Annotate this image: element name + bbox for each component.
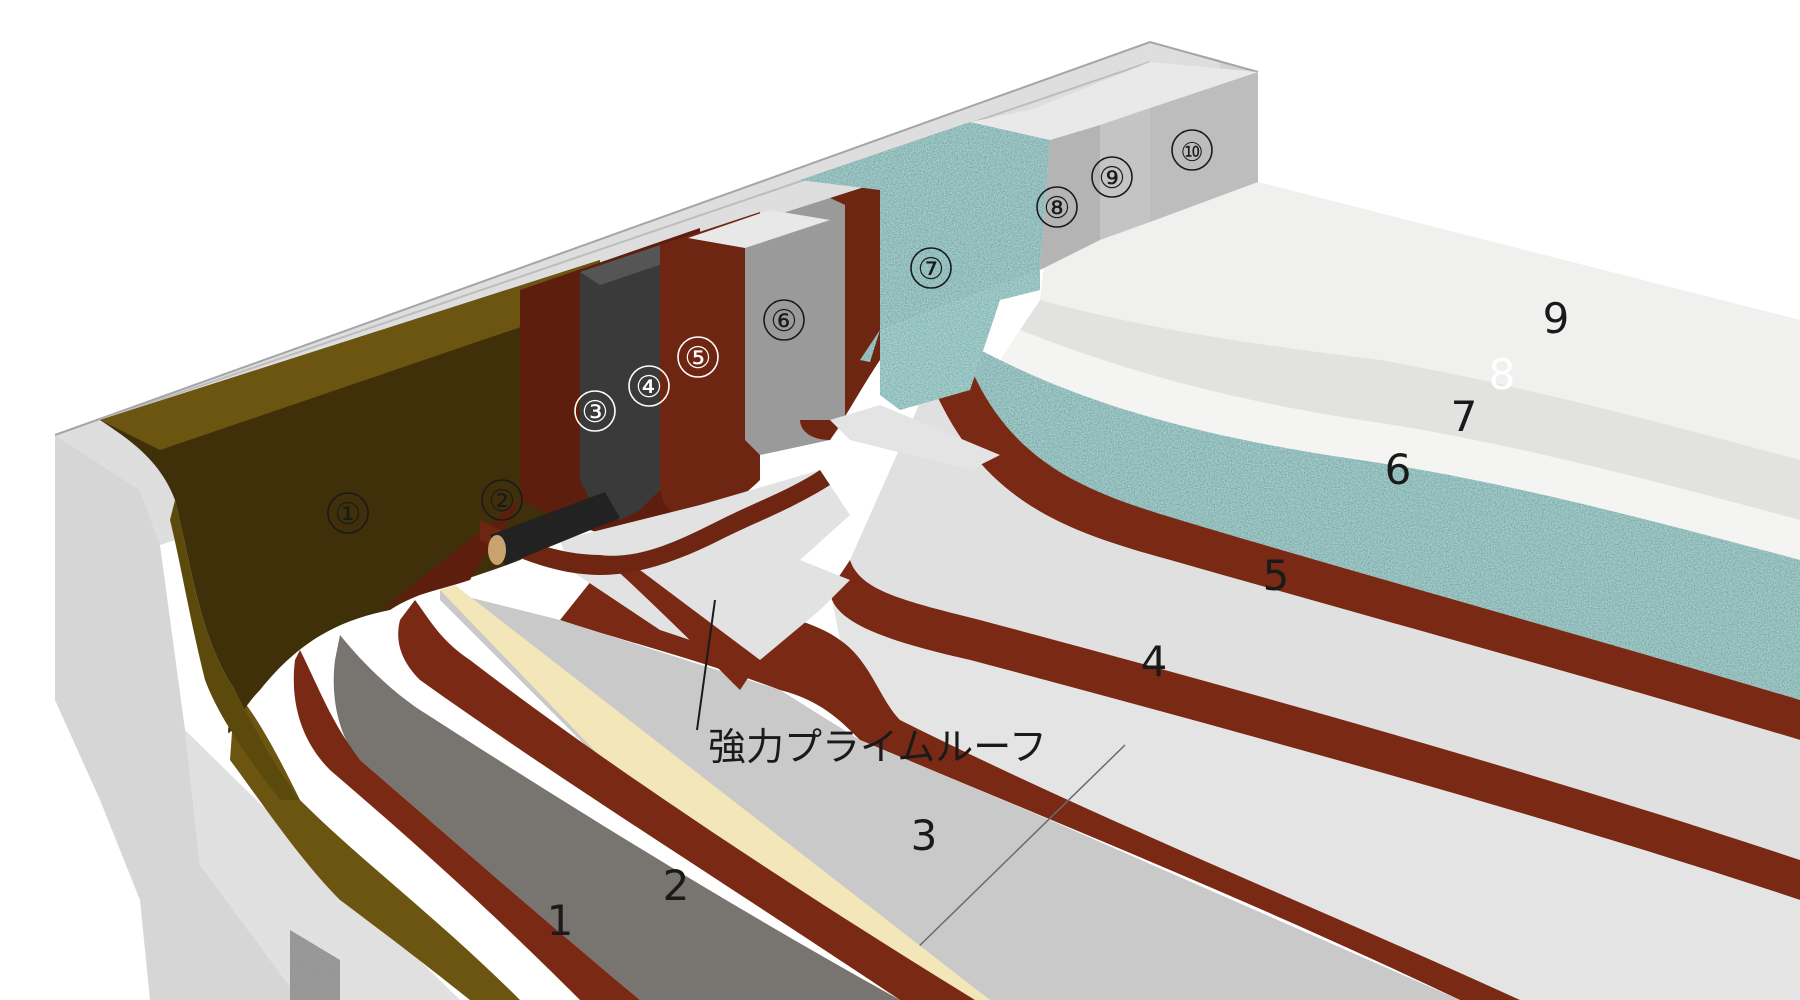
parapet-label-10: ⑩ [1171, 129, 1213, 171]
roof-layer-6-adhesive [930, 340, 1800, 740]
parapet-label-9: ⑨ [1091, 156, 1133, 198]
parapet-layer-7-teal-lower [880, 270, 1040, 410]
roof-layer-2 [333, 635, 900, 1000]
roof-label-4: 4 [1141, 637, 1168, 686]
roof-label-3: 3 [911, 811, 938, 860]
parapet-edge-line [54, 40, 1259, 436]
backer-rod [490, 492, 620, 565]
svg-text:②: ② [489, 484, 516, 519]
parapet-label-2: ② [481, 479, 523, 521]
roof-layer-3-seam [909, 744, 1126, 956]
parapet-label-4: ④ [628, 365, 670, 407]
roof-layer-5-front-trim [600, 555, 760, 690]
roof-layer-8 [1020, 300, 1800, 520]
svg-text:④: ④ [636, 370, 663, 405]
svg-text:⑨: ⑨ [1099, 161, 1126, 196]
svg-text:⑤: ⑤ [685, 341, 712, 376]
callout-leader-line [696, 599, 716, 731]
svg-text:⑥: ⑥ [771, 304, 798, 339]
parapet-layer-6-top [688, 210, 830, 248]
parapet-label-8: ⑧ [1036, 186, 1078, 228]
roof-layer-5-adhesive [830, 560, 1800, 900]
roof-layer-3-cream-edge [440, 585, 990, 1000]
svg-text:⑧: ⑧ [1044, 191, 1071, 226]
roof-layer-7 [1000, 330, 1800, 560]
roof-layer-5-sheet [850, 380, 1800, 860]
parapet-layer-9 [1100, 108, 1150, 240]
parapet-brown-lip [480, 470, 830, 575]
roof-label-2: 2 [663, 861, 690, 910]
roof-label-6: 6 [1385, 445, 1412, 494]
parapet-layer-7-teal [800, 122, 1050, 362]
roof-layer-4-strip-panel [830, 405, 1000, 470]
parapet-label-5: ⑤ [677, 336, 719, 378]
parapet-layer-4-top [580, 245, 680, 285]
parapet-label-7: ⑦ [910, 247, 952, 289]
parapet-layer-8 [1040, 125, 1100, 270]
parapet-layer-1-top-band [100, 260, 600, 450]
parapet-label-3: ③ [574, 390, 616, 432]
roof-label-7: 7 [1451, 392, 1478, 441]
svg-text:⑦: ⑦ [918, 252, 945, 287]
parapet-layer-5 [660, 212, 760, 517]
parapet-layer-4 [580, 245, 660, 520]
roof-layer-4-sheet [830, 590, 1800, 1000]
parapet-layer-6 [745, 198, 845, 455]
roof-label-8: 8 [1489, 350, 1516, 399]
roof-layer-5-front-panel [560, 470, 850, 660]
roof-layer-4-adhesive [560, 570, 1520, 1000]
roof-label-5: 5 [1263, 551, 1290, 600]
parapet-layer-10 [1150, 72, 1258, 222]
callout-label: 強力プライムルーフ [708, 725, 1047, 769]
svg-text:⑩: ⑩ [1180, 138, 1203, 168]
parapet-layer-6-adhesive [800, 182, 880, 440]
parapet-label-1: ① [327, 492, 369, 534]
roof-label-1: 1 [547, 896, 574, 945]
backer-rod-end [488, 535, 506, 565]
parapet-layer-1-primer [100, 260, 600, 734]
svg-text:①: ① [335, 497, 362, 532]
svg-text:③: ③ [582, 395, 609, 430]
parapet-label-6: ⑥ [763, 299, 805, 341]
roof-layer-6-teal-board [960, 340, 1800, 700]
parapet-layer-10-top [970, 62, 1258, 140]
roof-label-9: 9 [1543, 294, 1570, 343]
roof-layer-3-board [440, 590, 1460, 1000]
